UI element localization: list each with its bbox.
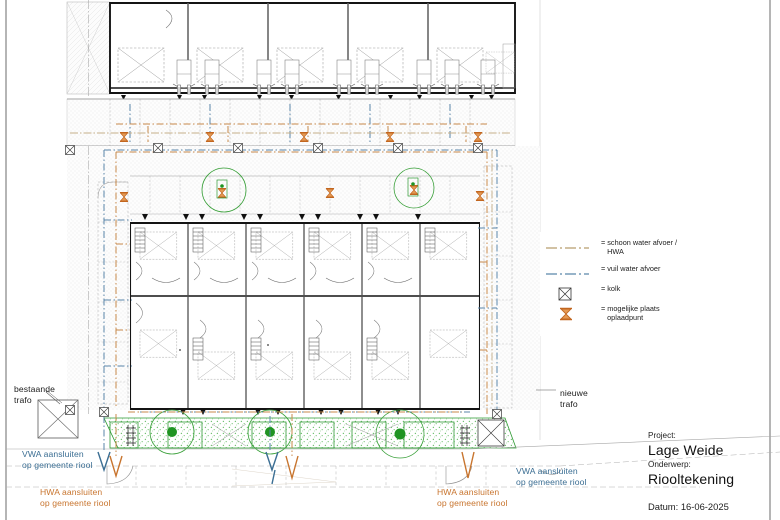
annotation-bestaande-trafo: bestaande trafo (14, 384, 56, 405)
legend-label-oplaadpunt: = mogelijke plaats oplaadpunt (601, 304, 660, 322)
central-court (67, 146, 515, 221)
legend-item-kolk: = kolk (545, 284, 665, 306)
title-block: Project: Lage Weide Onderwerp: Rioolteke… (648, 430, 770, 512)
annotation-hwa-links: HWA aansluiten op gemeente riool (40, 487, 111, 508)
annotation-vwa-links: VWA aansluiten op gemeente riool (22, 449, 93, 470)
kolk-icon (558, 287, 572, 301)
hwa-network (115, 123, 488, 456)
subject-value: Riooltekening (648, 471, 735, 487)
west-service-strip (67, 146, 130, 414)
oplaadpunt-highlight-boxes (216, 177, 419, 199)
schoon-water-runs (70, 132, 510, 406)
oplaadpunt-icon (559, 307, 573, 321)
tree-symbols (149, 409, 425, 459)
hwa-connection-arrows (109, 451, 475, 481)
vwa-connection-arrows (97, 451, 279, 485)
project-value: Lage Weide (648, 442, 724, 458)
oplaadpunt-highlights (201, 167, 435, 213)
project-label: Project: (648, 431, 676, 440)
annotation-vwa-rechts: VWA aansluiten op gemeente riool (516, 466, 587, 487)
legend-label-schoon-water: = schoon water afvoer / HWA (601, 238, 678, 256)
legend: = schoon water afvoer / HWA = vuil water… (545, 238, 677, 332)
east-service-strip (480, 146, 540, 410)
legend-item-oplaadpunt: = mogelijke plaats oplaadpunt (545, 304, 665, 332)
green-landscape-band (103, 409, 517, 459)
legend-item-schoon-water: = schoon water afvoer / HWA (545, 238, 677, 266)
vuil-water-line-icon (546, 273, 589, 275)
legend-item-vuil-water: = vuil water afvoer (545, 264, 665, 286)
north-building (66, 0, 516, 100)
legend-label-kolk: = kolk (601, 284, 621, 293)
schoon-water-line-icon (546, 247, 589, 249)
drawing-date: Datum: 16-06-2025 (648, 501, 729, 512)
leader-lines (45, 389, 556, 405)
annotation-hwa-rechts: HWA aansluiten op gemeente riool (437, 487, 508, 508)
legend-label-vuil-water: = vuil water afvoer (601, 264, 661, 273)
main-building (128, 214, 482, 415)
north-parking-court (66, 98, 516, 147)
site-boundary (6, 435, 780, 488)
subject-label: Onderwerp: (648, 460, 691, 469)
annotation-nieuwe-trafo: nieuwe trafo (560, 388, 588, 409)
